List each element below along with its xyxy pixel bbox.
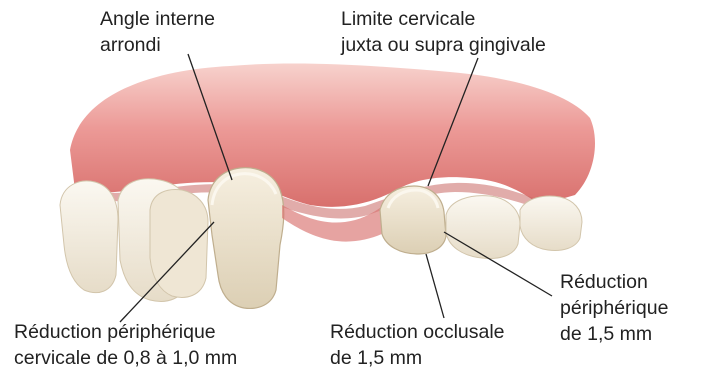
label-angle-interne: Angle interne arrondi [100, 6, 215, 58]
label-limite-cervicale-line1: Limite cervicale [341, 6, 546, 32]
label-reduction-peripherique-line1: Réduction [560, 269, 668, 295]
molar-right-1 [446, 196, 520, 259]
label-limite-cervicale-line2: juxta ou supra gingivale [341, 32, 546, 58]
label-reduction-peripherique: Réduction périphérique de 1,5 mm [560, 269, 668, 347]
label-reduction-peripherique-cervicale: Réduction périphérique cervicale de 0,8 … [14, 319, 237, 371]
label-reduction-cervicale-line1: Réduction périphérique [14, 319, 237, 345]
leader-reduction-occlusale [426, 254, 444, 318]
label-reduction-peripherique-line2: périphérique [560, 295, 668, 321]
label-angle-interne-line1: Angle interne [100, 6, 215, 32]
molar-right-2 [520, 196, 582, 250]
prepared-tooth-posterior [380, 186, 446, 254]
label-limite-cervicale: Limite cervicale juxta ou supra gingival… [341, 6, 546, 58]
label-reduction-cervicale-line2: cervicale de 0,8 à 1,0 mm [14, 345, 237, 371]
label-angle-interne-line2: arrondi [100, 32, 215, 58]
label-reduction-peripherique-line3: de 1,5 mm [560, 321, 668, 347]
label-reduction-occlusale: Réduction occlusale de 1,5 mm [330, 319, 505, 371]
label-reduction-occlusale-line2: de 1,5 mm [330, 345, 505, 371]
label-reduction-occlusale-line1: Réduction occlusale [330, 319, 505, 345]
incisor-left-1 [60, 181, 118, 293]
